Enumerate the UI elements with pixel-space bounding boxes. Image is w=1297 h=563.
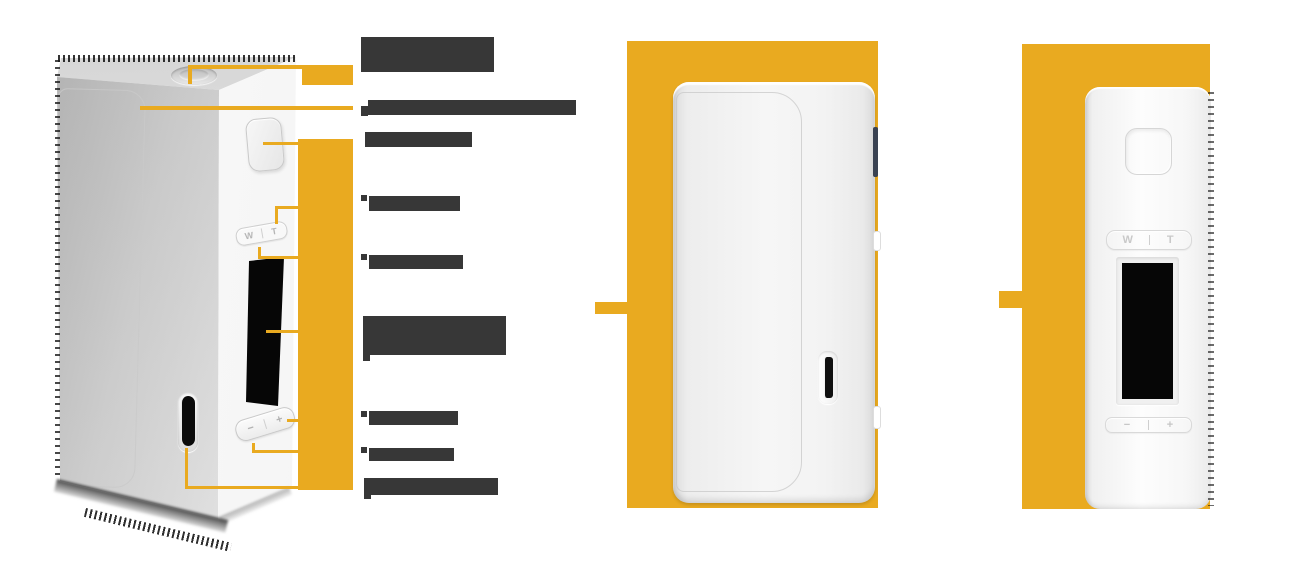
label-screen-line (369, 411, 458, 425)
middle-device-back-view (673, 82, 881, 503)
callout-line-driptip-h (188, 65, 353, 69)
right-edge-artifact (1208, 92, 1214, 506)
label-driptip-line (368, 100, 576, 115)
atomizer-510-connector (171, 66, 217, 85)
left-top-accent-bar (302, 65, 353, 85)
left-main-accent-block (298, 139, 353, 490)
label-minus-button-line (369, 448, 454, 461)
door-release-slot (824, 357, 833, 398)
atomizer-510-connector-inner (179, 69, 209, 81)
oled-screen-recess (1116, 257, 1179, 405)
label-driptip-tail (361, 106, 368, 116)
label-heading-top (361, 37, 494, 72)
callout-line-driptip-v (188, 66, 192, 84)
callout-line-minus-button-v (252, 443, 255, 453)
side-fire-button-edge (873, 127, 878, 177)
callout-line-fire-button (263, 142, 299, 145)
usb-port (181, 396, 195, 446)
usb-port-recess (178, 392, 198, 452)
callout-line-usb-v (185, 448, 188, 489)
top-edge-artifact (58, 55, 298, 62)
callout-line-panel (140, 106, 353, 110)
wt-button-bar-right: W T (1106, 230, 1192, 250)
button-divider (1148, 420, 1149, 430)
label-fire-button-line (365, 132, 472, 147)
label-heading-bottom (363, 316, 506, 355)
fire-button-outline (1125, 128, 1172, 175)
left-device-battery-door-seam (57, 88, 146, 489)
middle-accent-tab (595, 302, 628, 314)
oled-screen (1122, 263, 1173, 399)
callout-line-t-button-h (275, 206, 299, 209)
label-bullet-screen (361, 411, 367, 417)
left-edge-artifact (55, 60, 60, 480)
wattage-button-label: W (1122, 234, 1133, 246)
label-t-button-line (369, 196, 460, 211)
middle-battery-door-seam (676, 92, 802, 492)
minus-button-label: − (1123, 419, 1131, 431)
label-bullet-minus (361, 447, 367, 453)
label-w-button-line (369, 255, 463, 269)
temperature-button-label: T (1166, 234, 1174, 246)
callout-line-t-button-v (275, 206, 278, 224)
callout-line-w-button-v (258, 247, 261, 259)
side-wt-button-edge (873, 231, 881, 251)
temperature-button-label: T (270, 225, 278, 237)
label-usb-line-tail (364, 495, 371, 499)
callout-line-minus-button-h (252, 450, 299, 453)
label-heading-bottom-tail (363, 355, 370, 361)
right-device-side-view: W T − + (1085, 87, 1211, 509)
label-bullet-w (361, 254, 367, 260)
right-accent-tab (999, 291, 1023, 308)
callout-line-usb-h (185, 486, 299, 489)
adjust-button-bar-right: − + (1105, 417, 1192, 433)
callout-line-screen (266, 330, 298, 333)
plus-button-label: + (1166, 419, 1174, 431)
callout-line-plus-button (287, 419, 299, 422)
button-divider (1148, 235, 1150, 245)
door-release-recess (818, 351, 838, 404)
label-usb-line (364, 478, 498, 495)
callout-line-w-button-h (258, 256, 299, 259)
side-adjust-button-edge (873, 406, 881, 429)
wattage-button-label: W (243, 230, 255, 242)
label-bullet-t (361, 195, 367, 201)
